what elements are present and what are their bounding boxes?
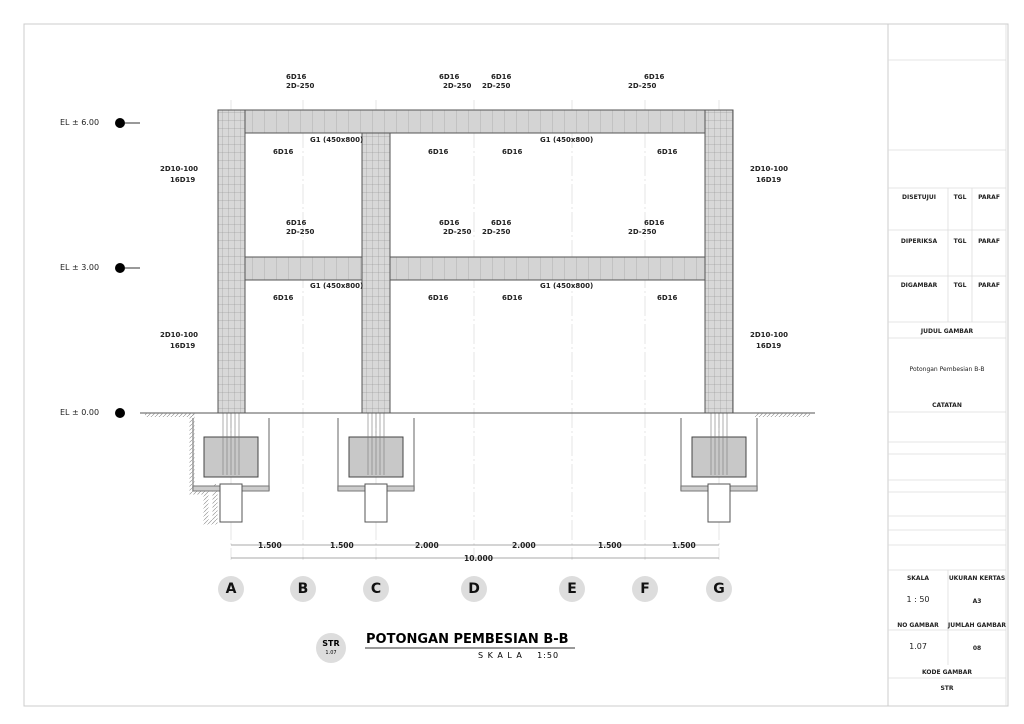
dimension-label: 2.000 bbox=[512, 541, 536, 550]
column-stirrup-label: 2D10-100 bbox=[750, 331, 788, 339]
total-drawings-label: JUMLAH GAMBAR bbox=[948, 622, 1007, 629]
grid-bubble-d: D bbox=[461, 576, 487, 602]
column-stirrup-label: 2D10-100 bbox=[750, 165, 788, 173]
drawn-label: DIGAMBAR bbox=[900, 282, 938, 289]
signature-label: PARAF bbox=[978, 194, 1000, 201]
pile bbox=[364, 483, 388, 523]
bottom-rebar-label: 6D16 bbox=[502, 148, 523, 156]
checked-label: DIPERIKSA bbox=[900, 238, 938, 245]
beam-label: G1 (450x800) bbox=[310, 136, 364, 144]
total-drawings-value: 08 bbox=[972, 645, 982, 652]
column-g bbox=[704, 109, 734, 414]
signature-label: PARAF bbox=[978, 238, 1000, 245]
footings bbox=[192, 413, 758, 523]
top-rebar-label: 6D16 bbox=[644, 73, 665, 81]
total-dimension: 10.000 bbox=[464, 554, 493, 563]
beam-upper bbox=[244, 109, 706, 134]
grid-bubble-c: C bbox=[363, 576, 389, 602]
dimension-line bbox=[231, 544, 719, 559]
scale-label: SKALA bbox=[906, 575, 930, 582]
sheet-border bbox=[23, 23, 1009, 707]
signature-label: PARAF bbox=[978, 282, 1000, 289]
beam-label: G1 (450x800) bbox=[540, 136, 594, 144]
dimension-label: 1.500 bbox=[598, 541, 622, 550]
bottom-rebar-label: 6D16 bbox=[428, 148, 449, 156]
grid-bubble-g: G bbox=[706, 576, 732, 602]
drawing-badge: STR 1.07 bbox=[316, 633, 346, 663]
paper-size-value: A3 bbox=[972, 598, 982, 605]
column-stirrup-label: 2D10-100 bbox=[160, 165, 198, 173]
stirrup-label: 2D-250 bbox=[482, 228, 511, 236]
top-rebar-label: 6D16 bbox=[439, 219, 460, 227]
column-rebar-label: 16D19 bbox=[756, 342, 782, 350]
grid-bubble-b: B bbox=[290, 576, 316, 602]
top-rebar-label: 6D16 bbox=[286, 219, 307, 227]
stirrup-label: 2D-250 bbox=[482, 82, 511, 90]
dimension-label: 2.000 bbox=[415, 541, 439, 550]
top-rebar-label: 6D16 bbox=[286, 73, 307, 81]
notes-label: CATATAN bbox=[932, 402, 962, 409]
grid-bubble-e: E bbox=[559, 576, 585, 602]
column-rebar-label: 16D19 bbox=[170, 176, 196, 184]
date-label: TGL bbox=[953, 194, 967, 201]
elevation-label: EL ± 6.00 bbox=[60, 118, 100, 127]
pile bbox=[707, 483, 731, 523]
stirrup-label: 2D-250 bbox=[443, 228, 472, 236]
date-label: TGL bbox=[953, 282, 967, 289]
drawing-title-value: Potongan Pembesian B-B bbox=[909, 366, 985, 373]
top-rebar-label: 6D16 bbox=[491, 73, 512, 81]
bottom-rebar-label: 6D16 bbox=[502, 294, 523, 302]
stirrup-label: 2D-250 bbox=[286, 82, 315, 90]
bottom-rebar-label: 6D16 bbox=[273, 148, 294, 156]
date-label: TGL bbox=[953, 238, 967, 245]
beam-label: G1 (450x800) bbox=[310, 282, 364, 290]
bottom-rebar-label: 6D16 bbox=[657, 148, 678, 156]
elevation-label: EL ± 3.00 bbox=[60, 263, 100, 272]
pile bbox=[219, 483, 243, 523]
bottom-rebar-label: 6D16 bbox=[273, 294, 294, 302]
drawing-title-label: JUDUL GAMBAR bbox=[920, 328, 974, 335]
column-a bbox=[217, 109, 246, 414]
column-rebar-label: 16D19 bbox=[756, 176, 782, 184]
beam-lower bbox=[244, 256, 706, 281]
column-rebar-label: 16D19 bbox=[170, 342, 196, 350]
stirrup-label: 2D-250 bbox=[286, 228, 315, 236]
drawing-code-label: KODE GAMBAR bbox=[921, 669, 973, 676]
bottom-rebar-label: 6D16 bbox=[428, 294, 449, 302]
drawing-title: POTONGAN PEMBESIAN B-B bbox=[366, 632, 569, 647]
elevation-markers bbox=[115, 118, 140, 418]
column-c bbox=[361, 132, 391, 414]
top-rebar-label: 6D16 bbox=[439, 73, 460, 81]
drawing-code-value: STR bbox=[940, 685, 954, 692]
top-rebar-label: 6D16 bbox=[644, 219, 665, 227]
column-stirrup-label: 2D10-100 bbox=[160, 331, 198, 339]
drawing-number-value: 1.07 bbox=[909, 642, 927, 651]
badge-code: STR bbox=[322, 639, 340, 648]
top-rebar-label: 6D16 bbox=[491, 219, 512, 227]
stirrup-label: 2D-250 bbox=[628, 228, 657, 236]
drawing-scale: S K A L A 1:50 bbox=[478, 651, 560, 660]
drawing-number-label: NO GAMBAR bbox=[897, 622, 939, 629]
beam-label: G1 (450x800) bbox=[540, 282, 594, 290]
grid-bubble-f: F bbox=[632, 576, 658, 602]
elevation-label: EL ± 0.00 bbox=[60, 408, 100, 417]
badge-number: 1.07 bbox=[325, 650, 337, 656]
bottom-rebar-label: 6D16 bbox=[657, 294, 678, 302]
stirrup-label: 2D-250 bbox=[443, 82, 472, 90]
dimension-label: 1.500 bbox=[258, 541, 282, 550]
dimension-label: 1.500 bbox=[672, 541, 696, 550]
ground-line bbox=[140, 412, 815, 525]
approved-label: DISETUJUI bbox=[902, 194, 936, 201]
scale-value: 1 : 50 bbox=[906, 595, 930, 604]
grid-bubble-a: A bbox=[218, 576, 244, 602]
paper-size-label: UKURAN KERTAS bbox=[948, 575, 1006, 582]
dimension-label: 1.500 bbox=[330, 541, 354, 550]
stirrup-label: 2D-250 bbox=[628, 82, 657, 90]
